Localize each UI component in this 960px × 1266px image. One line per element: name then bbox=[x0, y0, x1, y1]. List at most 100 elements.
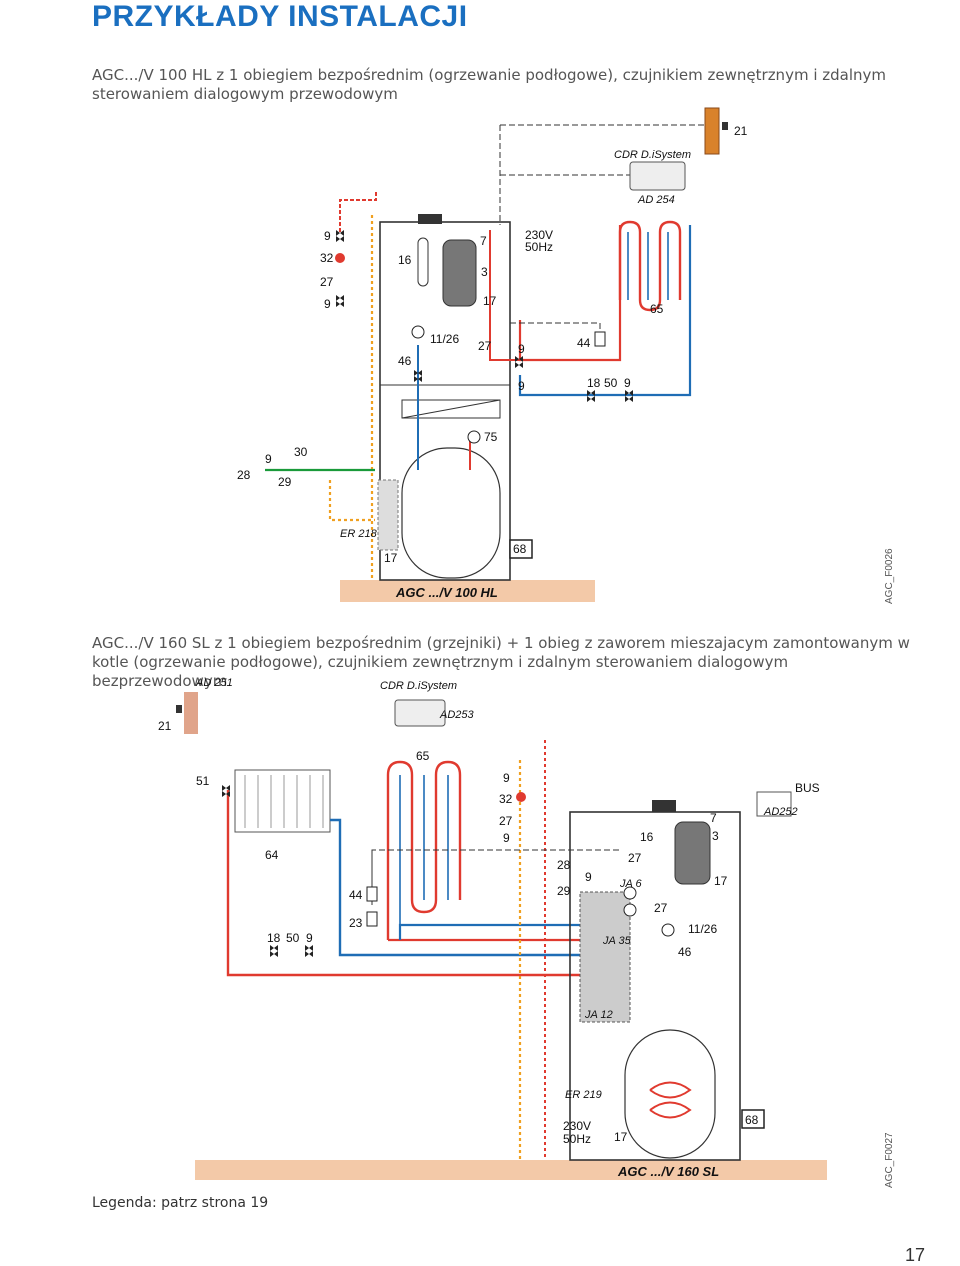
label-7: 7 bbox=[480, 234, 487, 248]
valve-icon bbox=[414, 370, 422, 382]
power-hz: 50Hz bbox=[525, 240, 553, 254]
label-28: 28 bbox=[237, 468, 251, 482]
flue bbox=[652, 800, 676, 812]
label-18: 18 bbox=[267, 931, 281, 945]
label-1126: 11/26 bbox=[688, 922, 717, 936]
pump-icon bbox=[623, 903, 637, 917]
dotted-dhw-line bbox=[328, 480, 375, 522]
label-65: 65 bbox=[416, 749, 430, 763]
tank-coil bbox=[649, 1081, 692, 1119]
floor-return-pipe bbox=[398, 923, 600, 940]
sensor-name: ER 218 bbox=[340, 528, 378, 540]
valve-icon bbox=[305, 945, 313, 957]
label-7: 7 bbox=[710, 811, 717, 825]
label-27b: 27 bbox=[628, 851, 642, 865]
boiler-name: AGC .../V 160 SL bbox=[617, 1164, 719, 1179]
controller-name: CDR D.iSystem bbox=[614, 149, 691, 161]
valve-icon bbox=[336, 230, 344, 242]
bus-label: BUS bbox=[795, 781, 820, 795]
label-32: 32 bbox=[320, 251, 334, 265]
label-ja6: JA 6 bbox=[619, 878, 642, 890]
label-16: 16 bbox=[398, 253, 412, 267]
thermostat-icon bbox=[366, 886, 378, 902]
controller-device bbox=[394, 699, 446, 727]
outdoor-sensor bbox=[722, 122, 728, 130]
floor-return-pipe bbox=[518, 225, 692, 397]
outdoor-sensor bbox=[176, 705, 182, 713]
label-ja35: JA 35 bbox=[602, 935, 632, 947]
storage-tank bbox=[401, 447, 501, 579]
expansion-vessel bbox=[417, 237, 429, 287]
pump-icon bbox=[516, 792, 526, 802]
power-v: 230V bbox=[563, 1119, 591, 1133]
label-9e: 9 bbox=[624, 376, 631, 390]
bus-module bbox=[756, 791, 792, 817]
heat-module bbox=[442, 239, 477, 307]
label-9a: 9 bbox=[503, 771, 510, 785]
valve-icon bbox=[336, 295, 344, 307]
floor-loop-hot bbox=[386, 760, 462, 940]
pump-icon bbox=[623, 886, 637, 900]
boiler-name: AGC .../V 100 HL bbox=[395, 585, 498, 600]
label-27a: 27 bbox=[499, 814, 513, 828]
valve-icon bbox=[587, 390, 595, 402]
flow-pipe bbox=[489, 230, 520, 361]
radiator bbox=[234, 769, 331, 833]
tank-sensor-pocket bbox=[377, 479, 399, 551]
label-9c: 9 bbox=[306, 931, 313, 945]
storage-tank bbox=[624, 1029, 716, 1159]
label-21: 21 bbox=[158, 719, 172, 733]
valve-icon bbox=[270, 945, 278, 957]
heat-module bbox=[674, 821, 711, 885]
label-9b: 9 bbox=[324, 297, 331, 311]
label-9d: 9 bbox=[585, 870, 592, 884]
condensate-box bbox=[741, 1109, 765, 1129]
label-30: 30 bbox=[294, 445, 308, 459]
label-17b: 17 bbox=[384, 551, 398, 565]
mixing-kit bbox=[579, 891, 631, 1023]
radiator-return-pipe bbox=[330, 818, 600, 957]
label-17a: 17 bbox=[714, 874, 728, 888]
diagram2: AD 251 CDR D.iSystem AD253 21 51 64 65 9… bbox=[158, 677, 827, 1180]
radiator-flow-pipe bbox=[226, 790, 600, 977]
label-27c: 27 bbox=[654, 901, 668, 915]
label-17b: 17 bbox=[614, 1130, 628, 1144]
label-29: 29 bbox=[557, 884, 571, 898]
outdoor-sensor-wall bbox=[704, 107, 720, 155]
label-3: 3 bbox=[481, 265, 488, 279]
controller-device bbox=[629, 161, 686, 191]
outdoor-sensor-wall bbox=[184, 692, 198, 734]
pump-icon bbox=[411, 325, 425, 339]
label-46: 46 bbox=[398, 354, 412, 368]
label-1126: 11/26 bbox=[430, 332, 459, 346]
controller-model: AD253 bbox=[439, 709, 475, 721]
label-44: 44 bbox=[577, 336, 591, 350]
label-9b: 9 bbox=[503, 831, 510, 845]
page-title: PRZYKŁADY INSTALACJI bbox=[92, 0, 468, 33]
pump-icon bbox=[661, 923, 675, 937]
condensate-box bbox=[509, 539, 533, 559]
label-27a: 27 bbox=[320, 275, 334, 289]
label-68: 68 bbox=[745, 1113, 759, 1127]
dhw-hot-pipe bbox=[339, 190, 377, 232]
diagram1: 21 CDR D.iSystem AD 254 9 32 27 9 16 7 3… bbox=[237, 107, 748, 602]
pump-icon bbox=[335, 253, 345, 263]
label-ja12: JA 12 bbox=[584, 1009, 613, 1021]
boiler-housing bbox=[379, 221, 511, 581]
label-75: 75 bbox=[484, 430, 498, 444]
label-16: 16 bbox=[640, 830, 654, 844]
thermostat-icon bbox=[594, 331, 606, 347]
label-32: 32 bbox=[499, 792, 513, 806]
page-number: 17 bbox=[905, 1245, 926, 1265]
floor-loop-cold bbox=[627, 232, 669, 300]
pump-icon bbox=[467, 430, 481, 444]
label-44: 44 bbox=[349, 888, 363, 902]
label-9c: 9 bbox=[518, 342, 525, 356]
controller-model: AD 254 bbox=[637, 194, 675, 206]
label-27b: 27 bbox=[478, 339, 492, 353]
flue bbox=[418, 214, 442, 224]
floor bbox=[340, 580, 595, 602]
label-68: 68 bbox=[513, 542, 527, 556]
bus-model: AD252 bbox=[763, 806, 798, 818]
